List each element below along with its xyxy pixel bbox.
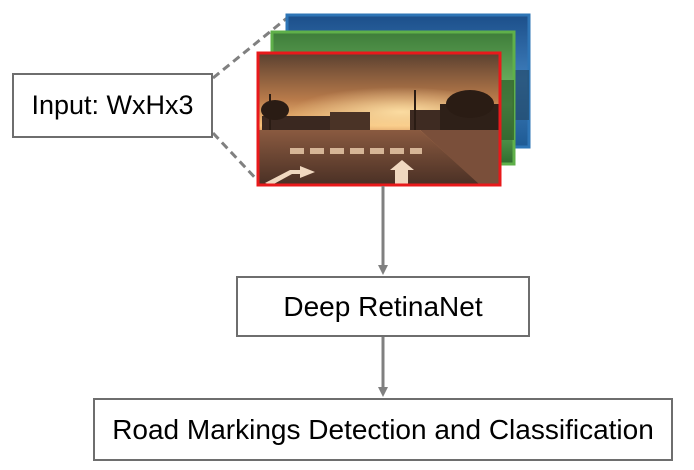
connector-top-dashed-line bbox=[212, 16, 288, 80]
red-channel-road-image bbox=[256, 51, 502, 187]
input-box: Input: WxHx3 bbox=[12, 73, 213, 138]
retinanet-box: Deep RetinaNet bbox=[236, 276, 530, 337]
output-box: Road Markings Detection and Classificati… bbox=[93, 398, 673, 461]
input-label: Input: WxHx3 bbox=[31, 90, 194, 120]
connector-bottom-dashed-line bbox=[211, 131, 262, 185]
network-label: Deep RetinaNet bbox=[283, 290, 483, 322]
output-label: Road Markings Detection and Classificati… bbox=[112, 413, 654, 445]
